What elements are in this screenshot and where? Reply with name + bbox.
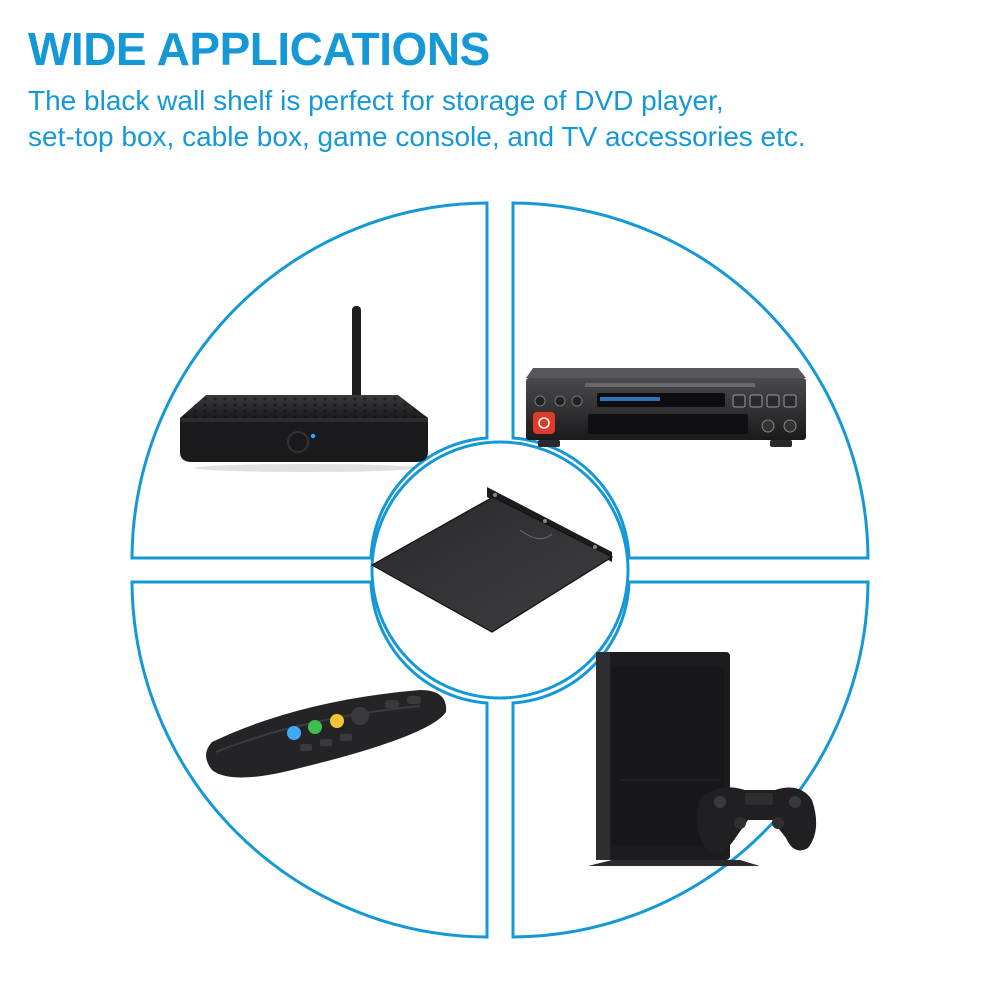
status-led-icon <box>310 433 316 439</box>
menu-button-icon <box>351 707 369 725</box>
wall-shelf-image <box>370 487 614 633</box>
description-line-1: The black wall shelf is perfect for stor… <box>28 85 724 116</box>
control-buttons <box>732 394 797 408</box>
green-button-icon <box>308 720 322 734</box>
remote-control-image <box>206 690 447 778</box>
power-button-icon <box>287 431 309 453</box>
game-controller-image <box>697 787 817 852</box>
power-button-icon <box>533 412 555 434</box>
quadrant-bottom-left <box>130 580 489 939</box>
yellow-button-icon <box>330 714 344 728</box>
page-title: WIDE APPLICATIONS <box>28 23 490 75</box>
display-panel <box>588 414 748 434</box>
antenna <box>352 306 361 411</box>
dvd-player-image <box>526 368 806 447</box>
disc-tray <box>597 393 725 407</box>
quadrant-top-right <box>511 201 870 560</box>
game-console-image <box>588 652 817 866</box>
blue-button-icon <box>287 726 301 740</box>
quadrant-top-left <box>130 201 489 560</box>
set-top-box-image <box>180 306 428 472</box>
description-line-2: set-top box, cable box, game console, an… <box>28 121 806 152</box>
